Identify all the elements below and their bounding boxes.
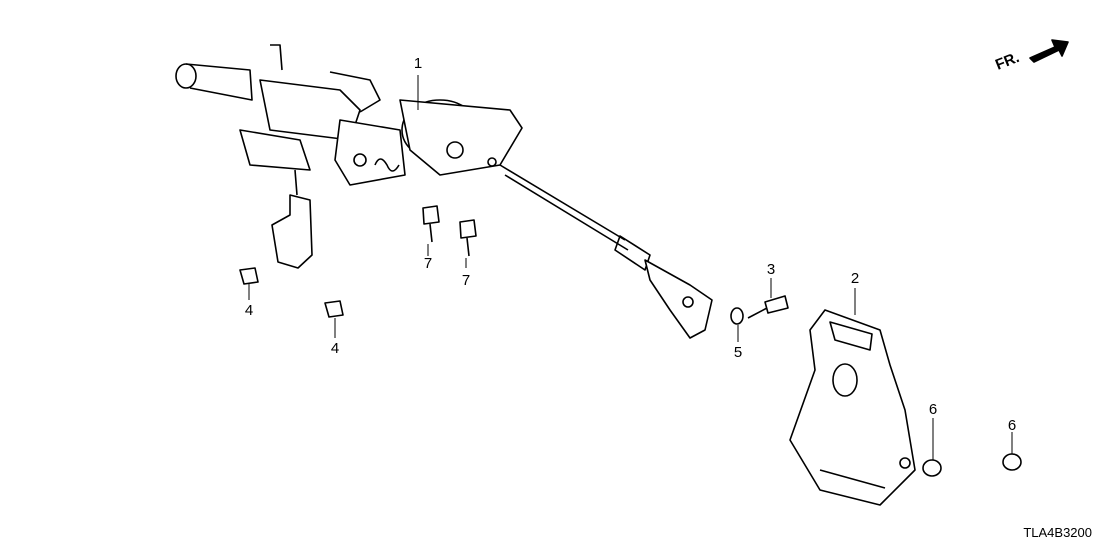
callout-6b[interactable]: 6: [1007, 417, 1017, 434]
fr-arrow-icon: [1029, 39, 1069, 63]
column-cover: [789, 309, 916, 506]
leader-lines: [248, 75, 1013, 460]
callout-6a[interactable]: 6: [928, 401, 938, 418]
callout-3[interactable]: 3: [766, 261, 776, 278]
callout-7b[interactable]: 7: [461, 272, 471, 289]
callout-1[interactable]: 1: [413, 55, 423, 72]
callout-7a[interactable]: 7: [423, 255, 433, 272]
callout-2[interactable]: 2: [850, 270, 860, 287]
diagram-code: TLA4B3200: [1023, 525, 1092, 540]
callout-5[interactable]: 5: [733, 344, 743, 361]
steering-column: [175, 44, 713, 339]
bolts-and-nuts: [239, 205, 1022, 477]
callout-4b[interactable]: 4: [330, 340, 340, 357]
callout-4a[interactable]: 4: [244, 302, 254, 319]
